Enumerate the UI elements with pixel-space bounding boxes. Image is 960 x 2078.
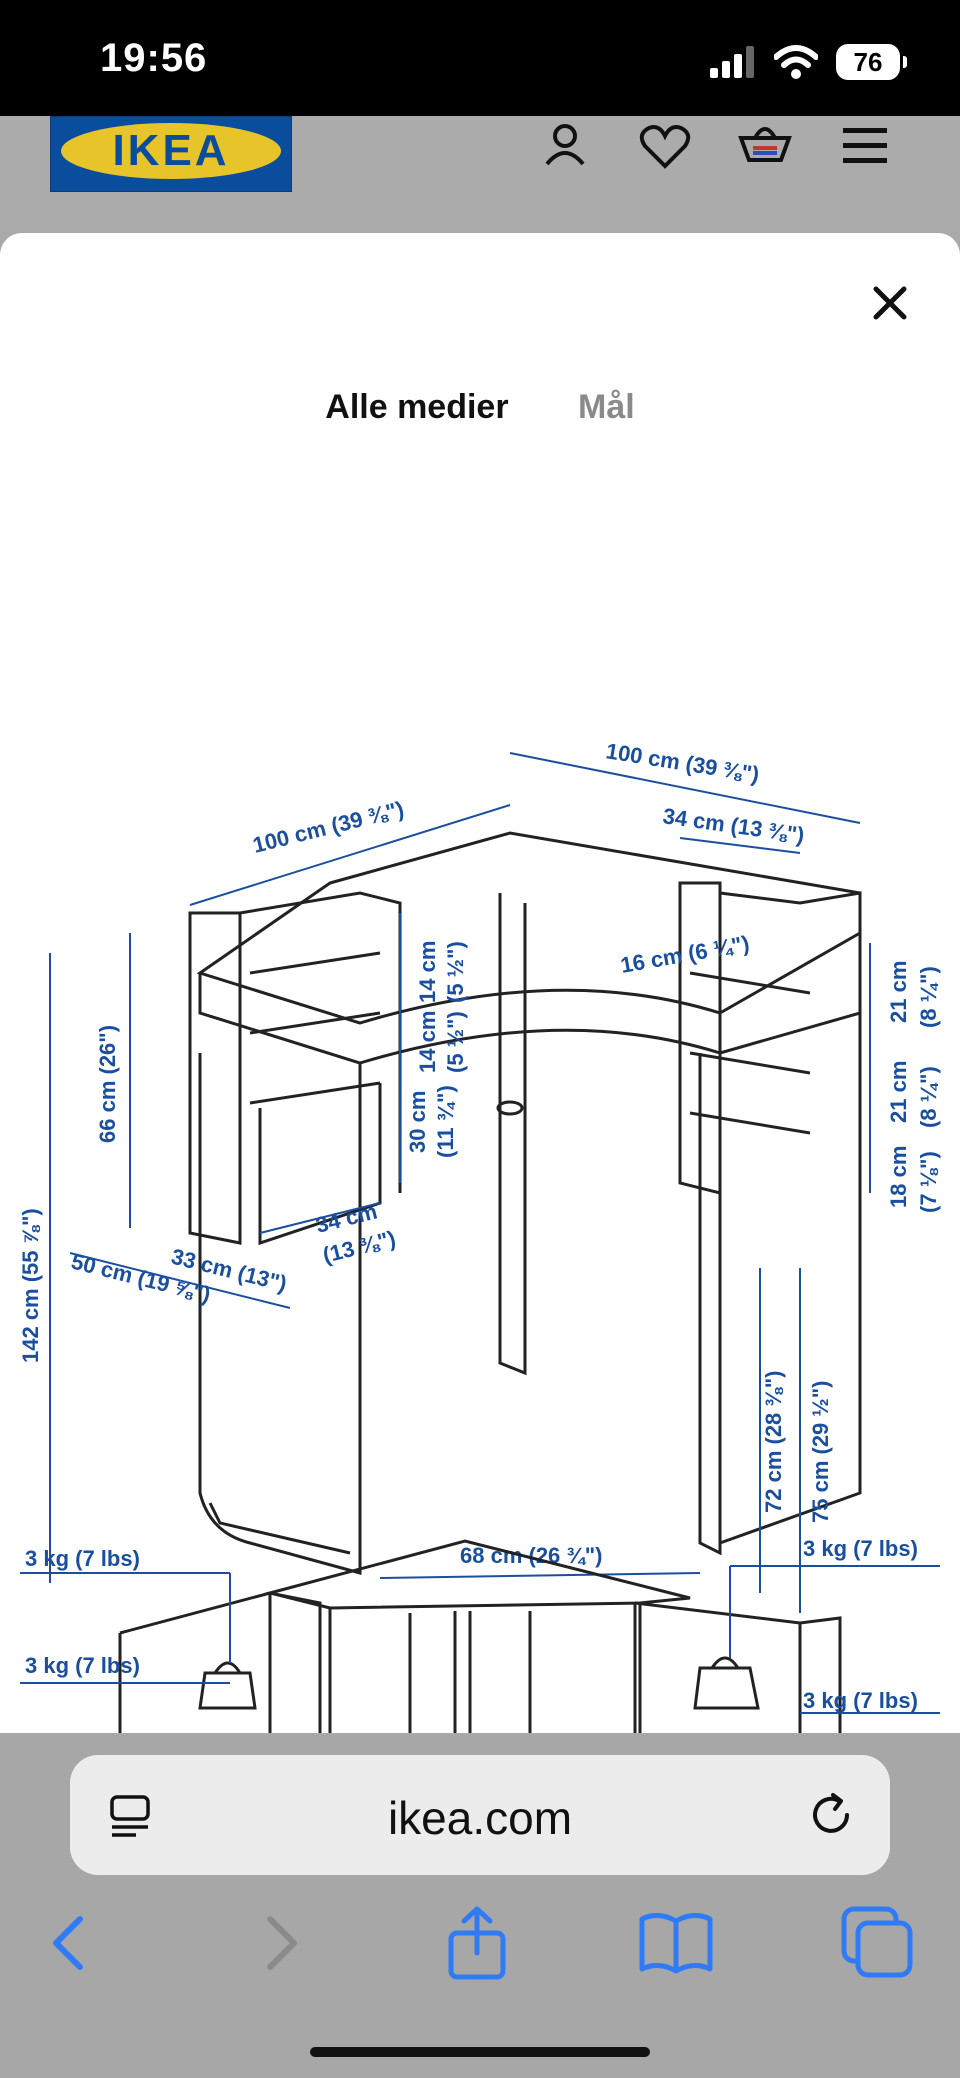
dim-top-left-width: 100 cm (39 ⅜") — [250, 796, 406, 858]
dim-top-right-width: 100 cm (39 ⅜") — [604, 738, 761, 787]
ikea-logo[interactable]: IKEA — [50, 116, 292, 192]
reader-icon[interactable] — [106, 1791, 154, 1839]
dim-right-h3: 18 cm — [886, 1146, 911, 1208]
back-icon[interactable] — [30, 1903, 110, 1983]
cart-icon[interactable] — [735, 116, 795, 176]
dim-left-shelf-h2: 14 cm — [415, 1011, 440, 1073]
menu-icon[interactable] — [835, 116, 895, 176]
dim-left-shelf-h2-in: (5 ½") — [443, 1011, 468, 1073]
site-header: IKEA — [0, 116, 960, 232]
dim-right-h2: 21 cm — [886, 1061, 911, 1123]
close-icon[interactable] — [860, 273, 920, 333]
signal-icon — [710, 46, 754, 78]
clock: 19:56 — [100, 36, 208, 80]
dim-right-h2-in: (8 ¼") — [916, 1066, 941, 1128]
dim-shelf-depth: 16 cm (6 ¼") — [619, 931, 752, 978]
load-bottom-left: 3 kg (7 lbs) — [25, 1653, 140, 1678]
browser-toolbar: ikea.com — [0, 1735, 960, 2078]
logo-text: IKEA — [112, 126, 230, 175]
tab-dimensions[interactable]: Mål — [578, 388, 635, 426]
dim-right-h1: 21 cm — [886, 961, 911, 1023]
wifi-icon — [774, 45, 818, 79]
tabs-icon[interactable] — [838, 1903, 918, 1983]
media-modal: Alle medier Mål — [0, 233, 960, 1733]
home-indicator — [310, 2047, 650, 2057]
dim-upper-height: 66 cm (26") — [95, 1025, 120, 1143]
dim-right-h3-in: (7 ⅛") — [916, 1151, 941, 1213]
media-tabs: Alle medier Mål — [0, 388, 960, 427]
url-text: ikea.com — [387, 1792, 573, 1844]
address-bar[interactable]: ikea.com — [70, 1755, 890, 1875]
forward-icon[interactable] — [240, 1903, 320, 1983]
heart-icon[interactable] — [635, 116, 695, 176]
load-drawing — [118, 1539, 842, 1733]
dim-right-h1-in: (8 ¼") — [916, 966, 941, 1028]
account-icon[interactable] — [535, 116, 595, 176]
battery-indicator: 76 — [836, 44, 907, 80]
dim-total-height: 142 cm (55 ⅞") — [18, 1208, 43, 1363]
dim-knee-height: 72 cm (28 ⅜") — [761, 1370, 786, 1513]
load-top-left: 3 kg (7 lbs) — [25, 1546, 140, 1571]
load-diagram: 3 kg (7 lbs) 3 kg (7 lbs) 3 kg (7 lbs) 3… — [20, 1536, 940, 1733]
share-icon[interactable] — [437, 1903, 517, 1983]
bookmarks-icon[interactable] — [636, 1903, 716, 1983]
dimension-diagram: 100 cm (39 ⅜") 100 cm (39 ⅜") 34 cm (13 … — [18, 738, 941, 1613]
status-bar: 19:56 76 — [0, 0, 960, 116]
load-bottom-right: 3 kg (7 lbs) — [803, 1688, 918, 1713]
dimension-lines — [49, 752, 871, 1613]
desk-drawing — [188, 831, 862, 1575]
dim-desk-height: 75 cm (29 ½") — [808, 1380, 833, 1523]
tab-all-media[interactable]: Alle medier — [325, 388, 509, 426]
reload-icon[interactable] — [805, 1789, 857, 1841]
load-top-right: 3 kg (7 lbs) — [803, 1536, 918, 1561]
dim-right-shelf-width: 34 cm (13 ⅜") — [661, 803, 806, 848]
dim-left-shelf-h3: 30 cm — [405, 1091, 430, 1153]
dim-left-shelf-h1-in: (5 ½") — [443, 941, 468, 1003]
dim-left-shelf-h1: 14 cm — [415, 941, 440, 1003]
dim-left-shelf-h3-in: (11 ¾") — [433, 1085, 458, 1158]
